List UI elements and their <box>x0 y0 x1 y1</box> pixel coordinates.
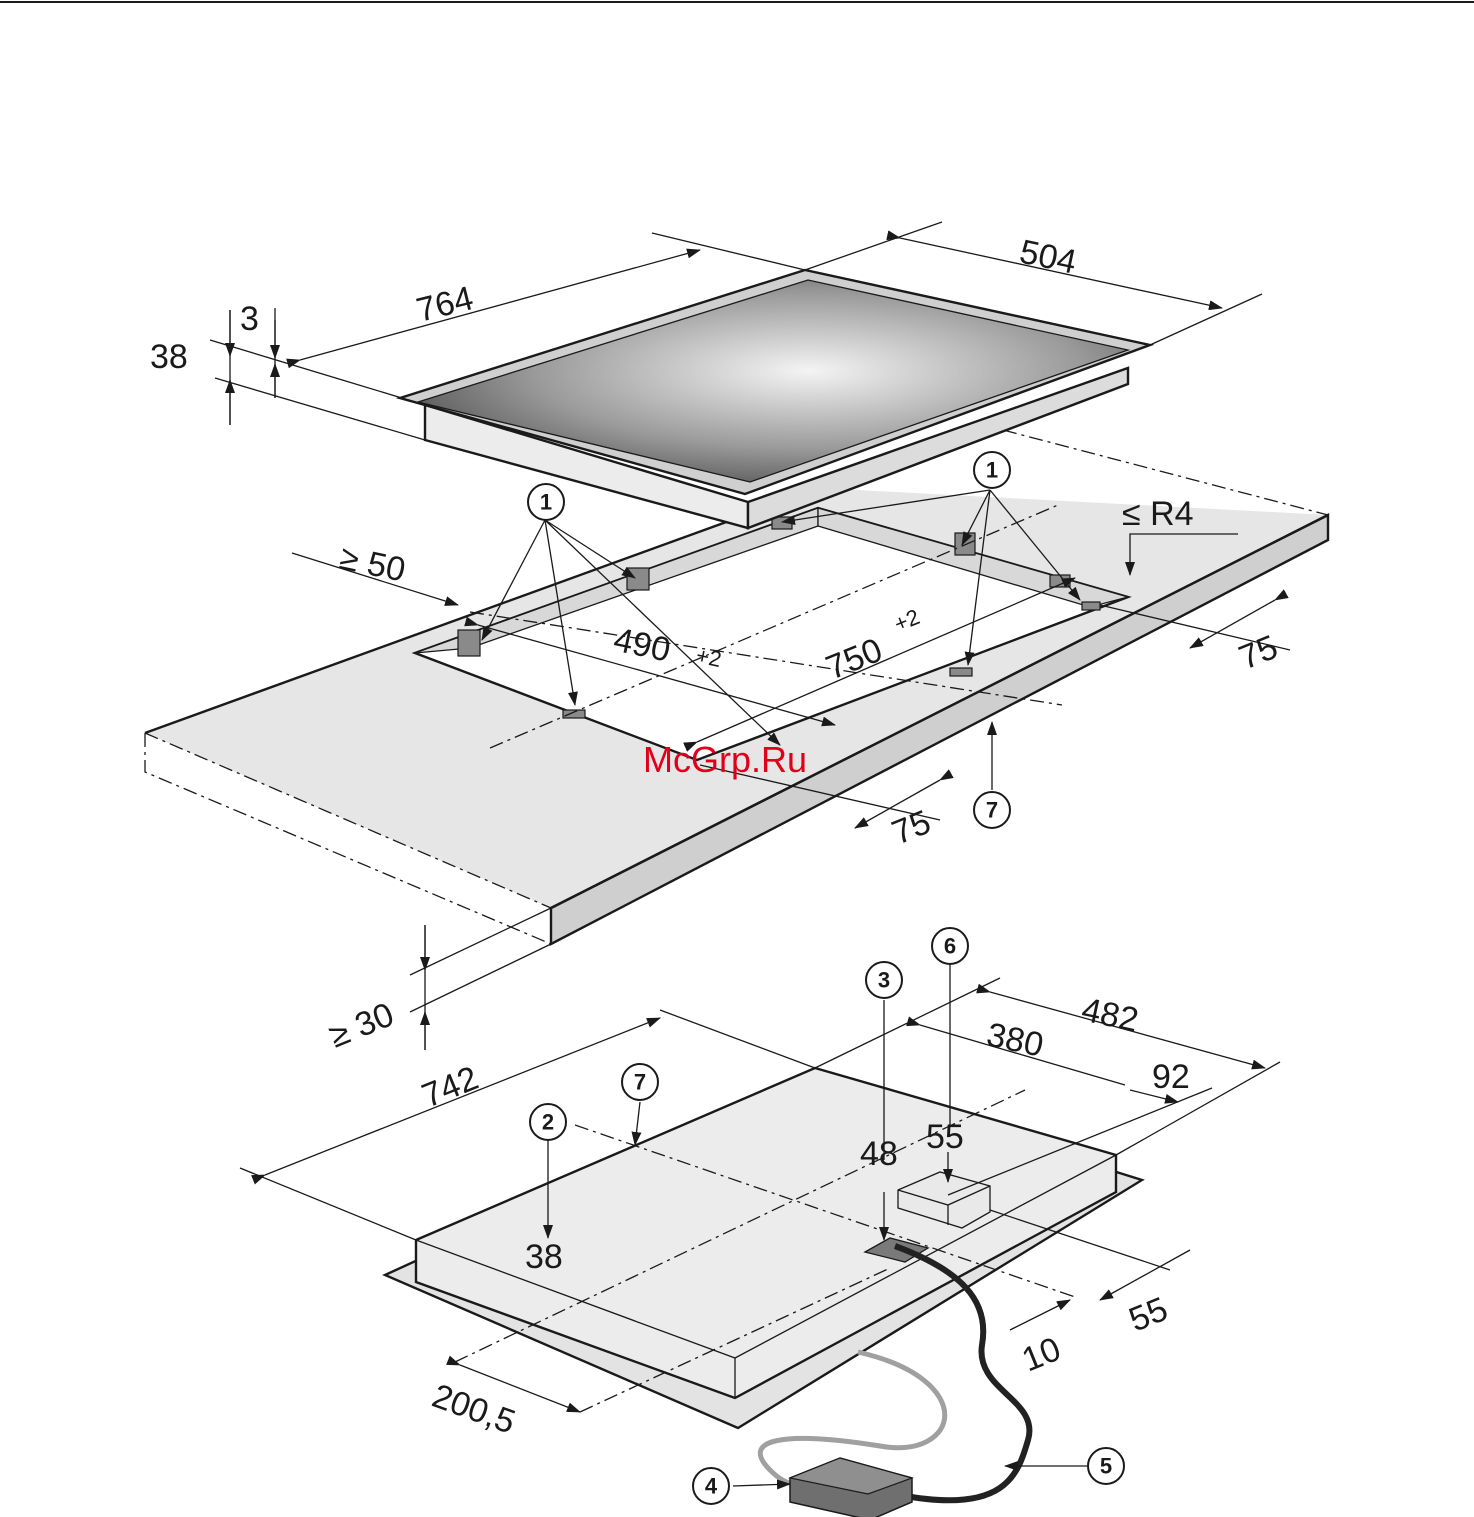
dim-55-box: 55 <box>926 1118 964 1156</box>
dim-38-housing: 38 <box>525 1238 563 1276</box>
callout-6: 6 <box>932 928 968 964</box>
dim-min-50: ≥ 50 <box>336 539 408 590</box>
callout-7-underside: 7 <box>622 1064 658 1100</box>
svg-text:4: 4 <box>705 1474 718 1499</box>
dim-48: 48 <box>860 1135 898 1173</box>
dim-380: 380 <box>983 1016 1046 1065</box>
dim-55-cable: 55 <box>1124 1290 1173 1339</box>
dim-75-right: 75 <box>1234 628 1283 677</box>
dim-75-front: 75 <box>887 803 936 852</box>
dim-504: 504 <box>1016 233 1079 282</box>
dim-10: 10 <box>1017 1330 1066 1379</box>
clip <box>1082 602 1100 610</box>
callout-4: 4 <box>693 1468 729 1504</box>
callout-5: 5 <box>1088 1448 1124 1484</box>
underside-housing <box>416 1068 1116 1398</box>
svg-text:2: 2 <box>542 1110 554 1135</box>
dim-r4: ≤ R4 <box>1122 495 1194 533</box>
callout-3: 3 <box>866 962 902 998</box>
svg-text:3: 3 <box>878 968 890 993</box>
clip <box>627 568 649 590</box>
dim-3: 3 <box>240 300 259 338</box>
callout-1a: 1 <box>528 484 564 520</box>
clip <box>458 630 480 656</box>
dim-742: 742 <box>417 1059 484 1115</box>
svg-text:1: 1 <box>540 490 552 515</box>
hob-top <box>400 270 1150 528</box>
dim-482: 482 <box>1078 991 1141 1040</box>
watermark-text: McGrp.Ru <box>643 739 807 780</box>
svg-text:7: 7 <box>986 798 998 823</box>
dim-490-tol: +2 <box>694 642 724 672</box>
clip <box>563 710 585 718</box>
clip <box>955 533 975 555</box>
svg-text:6: 6 <box>944 934 956 959</box>
svg-text:7: 7 <box>634 1070 646 1095</box>
dim-min-30: ≥ 30 <box>324 995 399 1055</box>
svg-text:5: 5 <box>1100 1454 1112 1479</box>
clip <box>950 668 972 676</box>
dim-200-5: 200,5 <box>427 1377 520 1442</box>
callout-2: 2 <box>530 1104 566 1140</box>
callout-7-worktop: 7 <box>974 792 1010 828</box>
dim-38-top: 38 <box>150 338 188 376</box>
dim-764: 764 <box>413 279 477 330</box>
callout-1b: 1 <box>974 452 1010 488</box>
svg-text:1: 1 <box>986 458 998 483</box>
dim-92: 92 <box>1152 1058 1190 1096</box>
